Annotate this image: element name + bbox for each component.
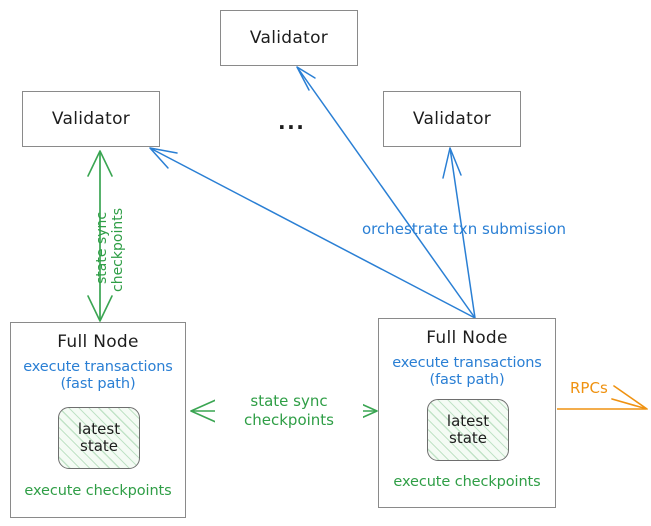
edge-rpcs	[557, 385, 648, 410]
fullnode-left-latest-state-chip[interactable]: latest state	[58, 407, 140, 469]
validator-top-label: Validator	[249, 28, 329, 48]
edge-label-state-sync-horizontal: state sync checkpoints	[215, 392, 363, 430]
fullnode-left-blue-line1: execute transactions	[23, 359, 173, 375]
edge-orchestrate-to-top-validator	[296, 66, 476, 319]
validator-node-left[interactable]: Validator	[22, 91, 160, 147]
validators-ellipsis: ...	[278, 110, 306, 134]
fullnode-right-state-line1: latest	[446, 411, 490, 430]
edge-orchestrate-to-right-validator	[442, 147, 476, 319]
edge-label-state-sync-horizontal-line1: state sync	[250, 392, 328, 410]
fullnode-left-state-line2: state	[80, 437, 118, 455]
edge-label-state-sync-vertical-line2: checkpoints	[110, 208, 126, 292]
fullnode-left[interactable]: Full Node execute transactions (fast pat…	[10, 322, 186, 518]
fullnode-right-blue-text: execute transactions (fast path)	[379, 355, 555, 389]
edge-state-sync-vertical	[87, 150, 113, 322]
edge-label-state-sync-horizontal-line2: checkpoints	[244, 410, 334, 429]
validator-node-right[interactable]: Validator	[383, 91, 521, 147]
edge-label-rpcs: RPCs	[570, 379, 608, 397]
fullnode-right[interactable]: Full Node execute transactions (fast pat…	[378, 318, 556, 508]
validator-right-label: Validator	[412, 109, 492, 129]
fullnode-left-state-line1: latest	[77, 419, 121, 438]
fullnode-right-blue-line1: execute transactions	[392, 355, 542, 371]
fullnode-left-title: Full Node	[57, 332, 139, 352]
validator-left-label: Validator	[51, 109, 131, 129]
fullnode-left-blue-text: execute transactions (fast path)	[11, 359, 185, 393]
fullnode-right-title: Full Node	[426, 328, 508, 348]
fullnode-left-green-text: execute checkpoints	[24, 483, 172, 499]
edge-label-state-sync-vertical-line1: state sync	[94, 211, 110, 284]
fullnode-right-blue-line2: (fast path)	[429, 372, 505, 389]
fullnode-right-latest-state-chip[interactable]: latest state	[427, 399, 509, 461]
edge-orchestrate-to-left-validator	[149, 147, 476, 319]
validator-node-top[interactable]: Validator	[220, 10, 358, 66]
edge-label-orchestrate: orchestrate txn submission	[362, 220, 567, 238]
fullnode-right-state-line2: state	[449, 429, 487, 447]
fullnode-left-blue-line2: (fast path)	[60, 376, 136, 393]
fullnode-right-green-text: execute checkpoints	[393, 474, 541, 490]
